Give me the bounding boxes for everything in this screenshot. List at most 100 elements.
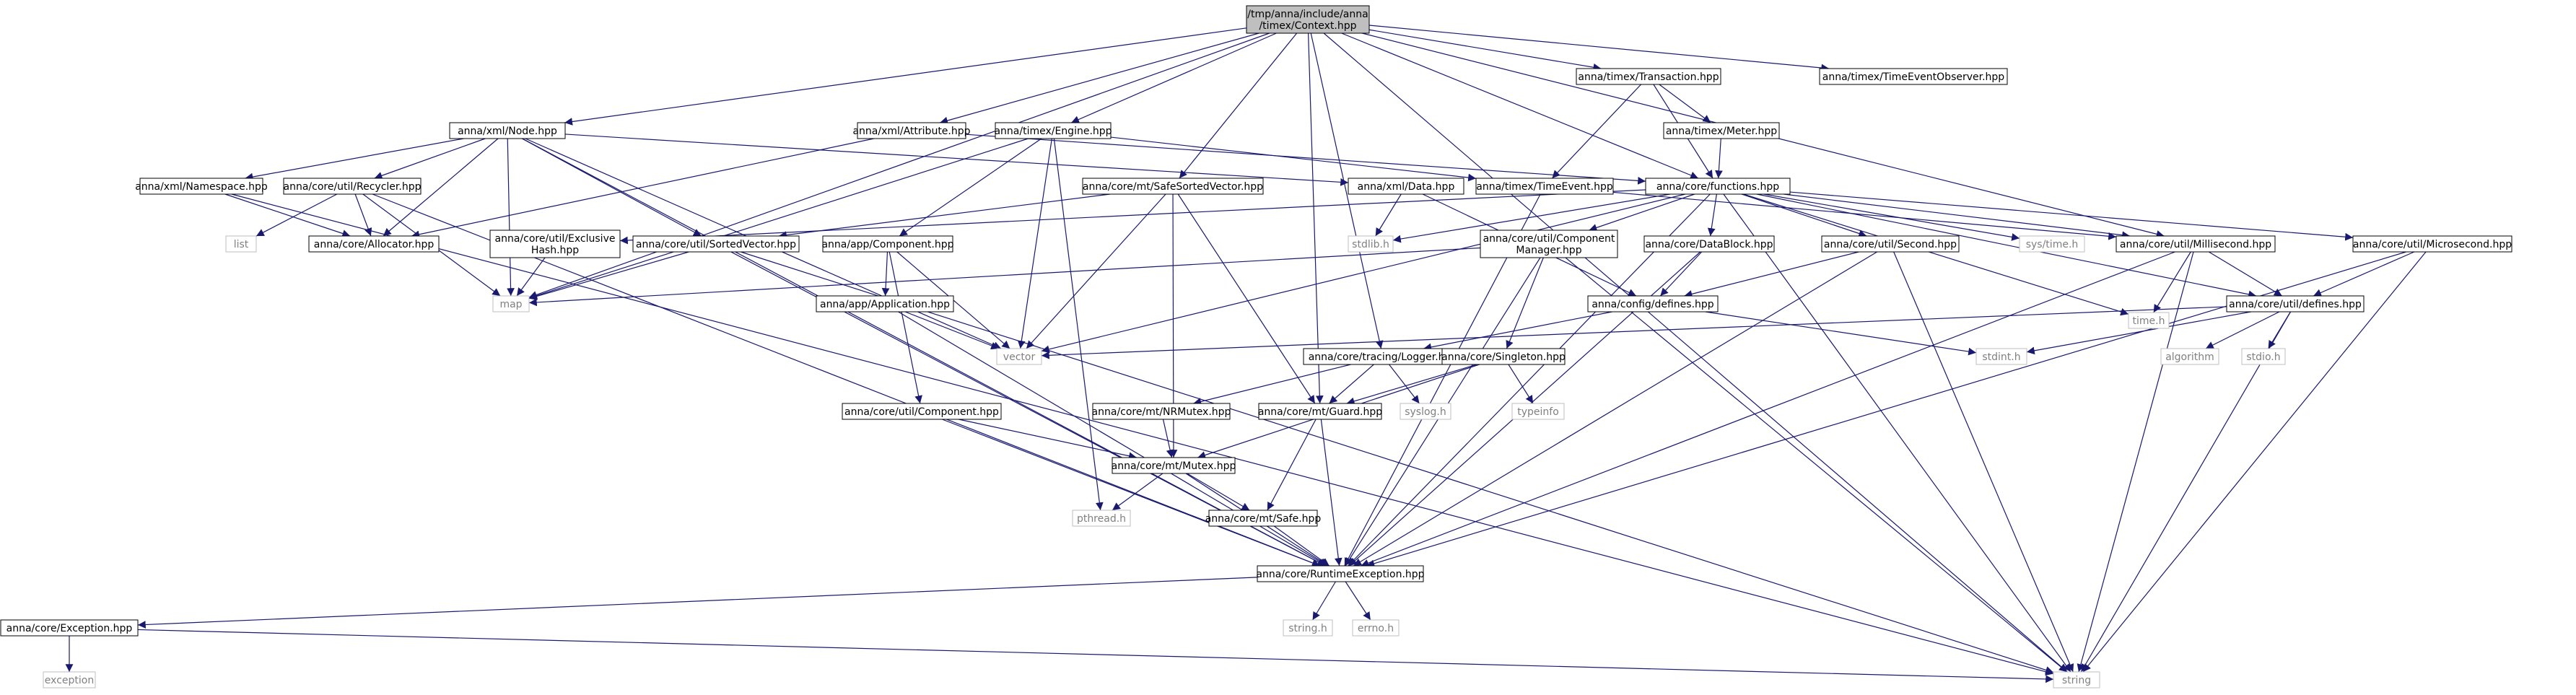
node-recycler[interactable]: anna/core/util/Recycler.hpp	[283, 178, 422, 195]
edge-functions-to-microsecond	[1789, 191, 2354, 241]
edge-functions-to-utildefines	[1756, 193, 2257, 299]
node-xmldata[interactable]: anna/xml/Data.hpp	[1348, 178, 1464, 195]
edge-millisecond-to-runtimeexception	[1361, 251, 2175, 567]
node-string: string	[2053, 671, 2100, 689]
edge-componentmanager-to-string	[1565, 257, 2068, 673]
edge-context-to-timeeventobserver	[1368, 25, 1830, 72]
node-label: anna/core/util/Component	[1483, 233, 1615, 245]
edge-timeevent-to-millisecond	[1612, 191, 2117, 240]
node-label: anna/core/tracing/Logger.hpp	[1309, 351, 1458, 363]
edge-functions-to-datablock	[1707, 193, 1717, 237]
node-allocator[interactable]: anna/core/Allocator.hpp	[308, 235, 440, 253]
node-box	[996, 348, 1042, 365]
node-box	[1645, 178, 1791, 195]
node-runtimeexception[interactable]: anna/core/RuntimeException.hpp	[1256, 565, 1425, 582]
node-label: anna/xml/Node.hpp	[458, 126, 557, 137]
node-label: anna/app/Component.hpp	[821, 239, 953, 250]
node-box	[1587, 295, 1719, 312]
node-label: anna/core/mt/Mutex.hpp	[1112, 460, 1236, 472]
node-node[interactable]: anna/xml/Node.hpp	[449, 122, 566, 139]
node-label: Manager.hpp	[1516, 245, 1581, 256]
edge-utildefines-to-stdint	[2026, 311, 2251, 355]
node-transaction[interactable]: anna/timex/Transaction.hpp	[1576, 68, 1721, 85]
node-box	[449, 122, 566, 139]
node-nrmutex[interactable]: anna/core/mt/NRMutex.hpp	[1092, 403, 1231, 420]
node-exception[interactable]: anna/core/Exception.hpp	[0, 619, 139, 637]
node-millisecond[interactable]: anna/core/util/Millisecond.hpp	[2116, 235, 2276, 253]
edge-sortedvector-to-map	[528, 251, 689, 300]
edge-attribute-to-allocator	[411, 138, 874, 239]
node-label: syslog.h	[1405, 406, 1446, 418]
edge-node-to-map	[507, 138, 515, 297]
edge-functions-to-exclusivehash	[619, 189, 1646, 245]
node-box	[139, 178, 263, 195]
node-label: anna/core/Singleton.hpp	[1441, 351, 1566, 363]
node-box	[2116, 235, 2276, 253]
node-stdint: stdint.h	[1975, 348, 2027, 365]
node-box	[1480, 230, 1618, 258]
node-label: anna/core/mt/Safe.hpp	[1205, 513, 1322, 525]
node-mutex[interactable]: anna/core/mt/Mutex.hpp	[1112, 457, 1236, 474]
node-safe[interactable]: anna/core/mt/Safe.hpp	[1205, 510, 1322, 527]
node-namespace[interactable]: anna/xml/Namespace.hpp	[135, 178, 268, 195]
node-label: anna/core/RuntimeException.hpp	[1256, 569, 1424, 580]
node-box	[1821, 235, 1960, 253]
node-box	[1258, 403, 1382, 420]
node-timeeventobserver[interactable]: anna/timex/TimeEventObserver.hpp	[1819, 68, 2008, 85]
node-microsecond[interactable]: anna/core/util/Microsecond.hpp	[2352, 235, 2512, 253]
node-label: anna/app/Application.hpp	[820, 299, 950, 310]
node-box	[632, 235, 800, 253]
node-engine[interactable]: anna/timex/Engine.hpp	[994, 122, 1112, 139]
node-algorithm: algorithm	[2160, 348, 2219, 365]
node-utilcomponent[interactable]: anna/core/util/Component.hpp	[842, 403, 1002, 420]
node-label: list	[234, 239, 249, 250]
edge-functions-to-string	[1723, 193, 2071, 673]
node-attribute[interactable]: anna/xml/Attribute.hpp	[852, 122, 971, 139]
node-box	[1092, 403, 1231, 420]
node-label: anna/timex/TimeEvent.hpp	[1476, 181, 1613, 193]
node-datablock[interactable]: anna/core/DataBlock.hpp	[1643, 235, 1775, 253]
edge-utildefines-to-algorithm	[2205, 311, 2280, 349]
edge-attribute-to-functions	[965, 134, 1646, 185]
edge-appcomponent-to-utilcomponent	[888, 251, 922, 404]
edge-safe-to-runtimeexception	[1273, 525, 1330, 567]
node-functions[interactable]: anna/core/functions.hpp	[1645, 178, 1791, 195]
node-box	[1072, 510, 1131, 527]
node-meter[interactable]: anna/timex/Meter.hpp	[1663, 122, 1780, 139]
edge-transaction-to-timeevent	[1551, 84, 1642, 179]
edge-context-to-map	[528, 32, 1270, 299]
edge-configdefines-to-logger	[1423, 311, 1612, 351]
edge-context-to-functions	[1341, 32, 1699, 179]
node-label: anna/core/util/SortedVector.hpp	[636, 239, 796, 250]
node-box	[1257, 565, 1424, 582]
edge-mutex-to-safe	[1187, 473, 1250, 511]
node-sortedvector[interactable]: anna/core/util/SortedVector.hpp	[632, 235, 800, 253]
node-safesortedvector[interactable]: anna/core/mt/SafeSortedVector.hpp	[1082, 178, 1264, 195]
node-label: anna/core/Exception.hpp	[6, 623, 133, 634]
node-guard[interactable]: anna/core/mt/Guard.hpp	[1258, 403, 1382, 420]
node-singleton[interactable]: anna/core/Singleton.hpp	[1441, 348, 1566, 365]
node-configdefines[interactable]: anna/config/defines.hpp	[1587, 295, 1719, 312]
edge-singleton-to-typeinfo	[1508, 364, 1534, 404]
node-label: anna/timex/Meter.hpp	[1666, 126, 1777, 137]
node-label: anna/core/util/Recycler.hpp	[284, 181, 422, 193]
node-stringh: string.h	[1283, 619, 1333, 637]
edge-context-to-logger	[1310, 32, 1384, 349]
edge-node-to-namespace	[245, 138, 464, 181]
node-application[interactable]: anna/app/Application.hpp	[816, 295, 954, 312]
node-box	[1511, 403, 1565, 420]
node-utildefines[interactable]: anna/core/util/defines.hpp	[2226, 295, 2365, 312]
edge-millisecond-to-utildefines	[2208, 251, 2283, 297]
node-label: anna/xml/Attribute.hpp	[852, 126, 970, 137]
edge-componentmanager-to-singleton	[1506, 257, 1544, 349]
node-timeevent[interactable]: anna/timex/TimeEvent.hpp	[1475, 178, 1614, 195]
node-box	[1283, 619, 1333, 637]
node-second[interactable]: anna/core/util/Second.hpp	[1821, 235, 1960, 253]
edge-safesortedvector-to-sortedvector	[778, 193, 1111, 240]
node-label: errno.h	[1358, 623, 1394, 634]
node-logger[interactable]: anna/core/tracing/Logger.hpp	[1303, 348, 1463, 365]
node-appcomponent[interactable]: anna/app/Component.hpp	[821, 235, 954, 253]
edge-application-to-vector	[904, 311, 1000, 350]
